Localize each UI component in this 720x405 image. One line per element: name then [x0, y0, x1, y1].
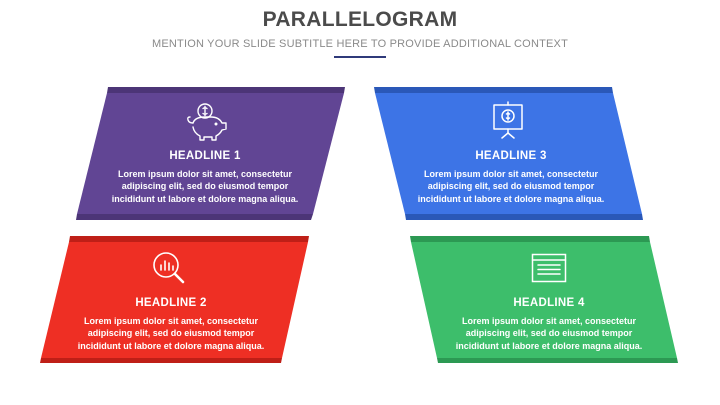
presentation-board-icon	[493, 101, 523, 139]
card-3-headline: HEADLINE 3	[475, 150, 547, 162]
card-2-face	[41, 242, 308, 358]
card-3-body: Lorem ipsum dolor sit amet, consectetur …	[417, 169, 605, 204]
card-1-face	[77, 93, 344, 214]
card-2-shape	[40, 236, 309, 363]
card-4-top-edge	[410, 236, 650, 242]
card-4-text: HEADLINE 4 Lorem ipsum dolor sit amet, c…	[414, 297, 684, 352]
card-3-top-edge	[374, 87, 613, 93]
card-3-text: HEADLINE 3 Lorem ipsum dolor sit amet, c…	[376, 150, 646, 205]
card-1-shape	[76, 87, 345, 220]
card-2-headline: HEADLINE 2	[135, 297, 207, 309]
card-4-body: Lorem ipsum dolor sit amet, consectetur …	[455, 316, 643, 351]
magnifier-chart-icon	[153, 252, 185, 284]
card-3-shape	[374, 87, 643, 220]
card-4-shape	[410, 236, 678, 363]
card-1-headline: HEADLINE 1	[169, 150, 241, 162]
card-2-body: Lorem ipsum dolor sit amet, consectetur …	[77, 316, 265, 351]
card-2-bottom-edge	[40, 358, 282, 363]
document-list-icon	[531, 253, 567, 283]
card-2-text: HEADLINE 2 Lorem ipsum dolor sit amet, c…	[36, 297, 306, 352]
card-1-body: Lorem ipsum dolor sit amet, consectetur …	[111, 169, 299, 204]
card-2-top-edge	[69, 236, 309, 242]
card-4-bottom-edge	[437, 358, 678, 363]
piggy-bank-icon	[187, 103, 227, 141]
slide-subtitle: MENTION YOUR SLIDE SUBTITLE HERE TO PROV…	[151, 38, 568, 50]
title-underline	[334, 56, 386, 58]
card-3-face	[375, 93, 642, 214]
card-4-face	[411, 242, 677, 358]
card-1-text: HEADLINE 1 Lorem ipsum dolor sit amet, c…	[70, 150, 340, 205]
slide-title: PARALLELOGRAM	[262, 8, 458, 31]
card-1-bottom-edge	[76, 214, 313, 220]
card-4-headline: HEADLINE 4	[513, 297, 585, 309]
card-3-bottom-edge	[405, 214, 643, 220]
card-1-top-edge	[107, 87, 345, 93]
